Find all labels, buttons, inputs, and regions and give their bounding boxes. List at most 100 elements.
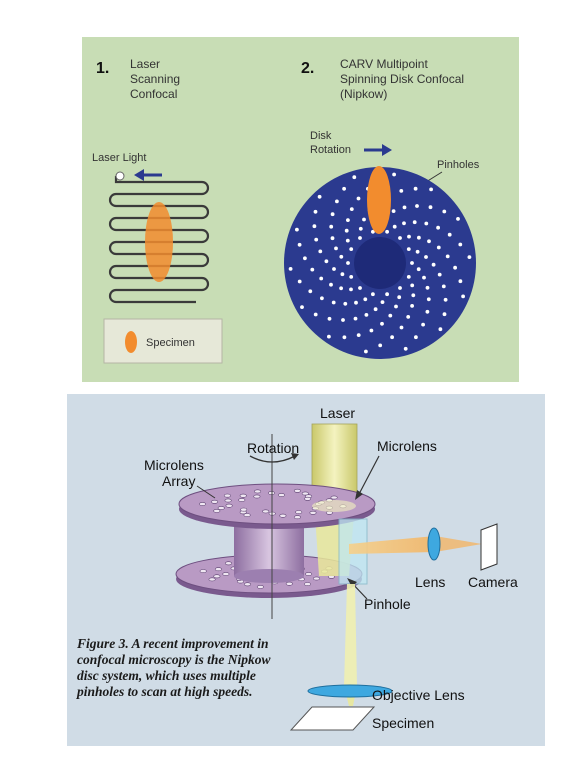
pinhole-dot	[392, 224, 397, 229]
pinhole-dot	[436, 225, 440, 230]
pinhole-dot	[394, 304, 398, 309]
microlens-leader	[357, 455, 380, 497]
camera-beam	[349, 536, 435, 554]
pinhole-dot	[398, 286, 402, 290]
pinhole-dot	[385, 229, 389, 234]
pinhole-dot	[458, 279, 463, 284]
pinhole-dot	[425, 309, 430, 314]
specimen-slide	[289, 706, 376, 731]
pinhole-dot	[410, 283, 415, 288]
pinhole-dot	[349, 207, 354, 212]
nipkow-disk-hub	[354, 237, 406, 289]
bottom-diagram: Laser Rotation Microlens Array Mic	[144, 405, 518, 731]
pinhole-dot	[369, 328, 374, 333]
pinhole-dot	[331, 300, 336, 305]
pinhole-dot	[378, 343, 383, 348]
pinhole-dot	[390, 335, 394, 340]
pinhole-label: Pinhole	[364, 596, 411, 612]
disc-hole	[293, 515, 301, 520]
pinhole-dot	[313, 209, 318, 214]
microlens-array-line2: Array	[162, 473, 195, 489]
pinhole-dot	[461, 294, 465, 299]
disc-hole	[224, 498, 232, 503]
pinhole-dot	[422, 275, 426, 280]
pinhole-dot	[330, 236, 335, 241]
pinhole-dot	[342, 335, 347, 340]
pinhole-dot	[297, 279, 302, 284]
section1-title-line3: Confocal	[130, 87, 177, 101]
pinhole-dot	[329, 282, 333, 287]
disc-hole	[222, 572, 230, 576]
disc-spindle-base	[234, 569, 304, 583]
pinhole-dot	[415, 249, 420, 254]
pinhole-dot	[416, 267, 421, 272]
disk-rotation-line1: Disk	[310, 130, 332, 142]
lens-label: Lens	[415, 574, 445, 590]
disc-hole	[225, 561, 233, 566]
pinhole-dot	[438, 327, 443, 332]
pinhole-dot	[427, 239, 431, 244]
pinhole-dot	[399, 325, 404, 330]
pinhole-dot	[410, 261, 414, 265]
pinhole-dot	[318, 249, 323, 254]
figure-caption: Figure 3. A recent improvement in confoc…	[77, 636, 271, 699]
disc-hole	[243, 513, 251, 518]
pinhole-dot	[341, 318, 345, 322]
pinhole-dot	[406, 275, 411, 279]
camera-beam-focus	[435, 536, 482, 552]
disc-hole	[208, 577, 216, 582]
disc-hole	[214, 567, 222, 572]
pinhole-dot	[412, 220, 417, 225]
pinhole-dot	[380, 300, 385, 304]
rotation-arrowhead	[291, 453, 299, 460]
pinhole-dot	[424, 255, 428, 259]
disc-hole	[239, 493, 247, 498]
section1-number: 1.	[96, 60, 109, 77]
bottom-panel: Laser Rotation Microlens Array Mic	[67, 394, 545, 746]
pinhole-dot	[314, 237, 319, 242]
pinhole-dot	[413, 186, 418, 191]
pinhole-dot	[421, 322, 425, 327]
laser-light-arrow	[134, 169, 162, 181]
pinhole-dot	[353, 316, 358, 321]
microlens-arrowhead	[355, 490, 363, 500]
disc-hole	[211, 499, 219, 504]
pinhole-dot	[442, 209, 447, 214]
pinhole-dot	[424, 221, 429, 226]
pinhole-dot	[297, 242, 302, 247]
specimen-scan-ellipse	[145, 202, 173, 282]
lens	[427, 527, 441, 561]
pinhole-dot	[373, 307, 378, 312]
disc-hole	[313, 576, 321, 581]
microlens-array-leader	[196, 485, 216, 499]
pinhole-dot	[402, 221, 406, 226]
pinhole-dot	[406, 315, 411, 319]
section2-title-line1: CARV Multipoint	[340, 57, 428, 71]
pinhole-dot	[442, 312, 447, 317]
pinhole-dot	[310, 267, 315, 272]
specimen-label: Specimen	[372, 715, 434, 731]
disc-hole	[253, 494, 261, 499]
disc-hole	[304, 582, 312, 587]
pinhole-dot	[392, 172, 396, 177]
section1-title-line2: Scanning	[130, 72, 180, 86]
section2-number: 2.	[301, 60, 314, 77]
pinhole-dot	[447, 232, 452, 237]
pinhole-dot	[340, 272, 345, 277]
top-diagram: 1. Laser Scanning Confocal 2. CARV Multi…	[92, 57, 480, 364]
camera	[480, 523, 498, 571]
pinhole-dot	[399, 189, 404, 193]
specimen-legend-label: Specimen	[146, 337, 195, 349]
pinhole-dot	[445, 254, 450, 259]
disc-hole	[213, 574, 221, 579]
microlens-array-line1: Microlens	[144, 457, 204, 473]
pinhole-dot	[363, 297, 368, 302]
pinhole-dot	[344, 228, 349, 233]
disc-hole	[278, 493, 286, 497]
disc-hole	[301, 491, 309, 496]
specimen-legend-swatch	[125, 331, 137, 353]
top-panel: 1. Laser Scanning Confocal 2. CARV Multi…	[82, 37, 519, 382]
pinhole-arrowhead	[347, 578, 357, 587]
pinhole-dot	[327, 316, 332, 321]
disc-hole	[223, 493, 231, 498]
